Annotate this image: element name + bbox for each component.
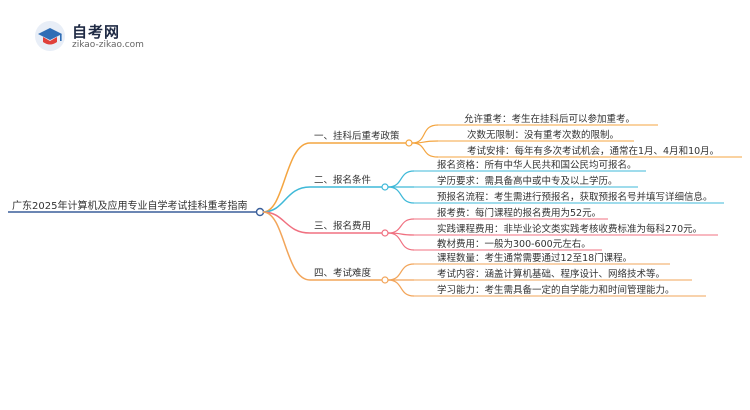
branch-3-item-2: 实践课程费用：非毕业论文类实践考核收费标准为每科270元。 [437,223,702,235]
branch-1-label: 一、挂科后重考政策 [314,130,400,142]
branch-3-item-1: 报考费：每门课程的报名费用为52元。 [437,207,601,219]
branch-2: 二、报名条件 报名资格：所有中华人民共和国公民均可报名。 学历要求：需具备高中或… [310,159,724,204]
root-label: 广东2025年计算机及应用专业自学考试挂科重考指南 [12,199,247,212]
branch-1-item-2: 次数无限制：没有重考次数的限制。 [467,129,619,141]
logo-name: 自考网 [72,23,121,41]
branch-2-item-2: 学历要求：需具备高中或中专及以上学历。 [437,175,618,187]
branch-1: 一、挂科后重考政策 允许重考：考生在挂科后可以参加重考。 次数无限制：没有重考次… [310,113,742,158]
branch-4-item-3: 学习能力：考生需具备一定的自学能力和时间管理能力。 [437,284,675,296]
branch-4-item-1: 课程数量：考生通常需要通过12至18门课程。 [437,252,632,264]
graduation-cap-icon [35,21,65,51]
branch-4-label: 四、考试难度 [314,267,372,279]
branch-3: 三、报名费用 报考费：每门课程的报名费用为52元。 实践课程费用：非毕业论文类实… [310,207,718,251]
branch-2-label: 二、报名条件 [314,174,372,186]
branch-3-item-3: 教材费用：一般为300-600元左右。 [437,238,591,250]
branch-3-label: 三、报名费用 [314,220,371,232]
branch-4: 四、考试难度 课程数量：考生通常需要通过12至18门课程。 考试内容：涵盖计算机… [310,252,706,297]
logo-url: zikao-zikao.com [72,40,144,50]
branch-1-item-1: 允许重考：考生在挂科后可以参加重考。 [464,113,635,125]
root-node: 广东2025年计算机及应用专业自学考试挂科重考指南 [8,199,265,217]
branch-4-item-2: 考试内容：涵盖计算机基础、程序设计、网络技术等。 [437,268,665,280]
branch-1-item-3: 考试安排：每年有多次考试机会，通常在1月、4月和10月。 [467,145,719,157]
branch-2-item-1: 报名资格：所有中华人民共和国公民均可报名。 [437,159,637,171]
branch-2-item-3: 预报名流程：考生需进行预报名，获取预报名号并填写详细信息。 [437,191,713,203]
site-logo[interactable]: 自考网 zikao-zikao.com [34,20,164,52]
